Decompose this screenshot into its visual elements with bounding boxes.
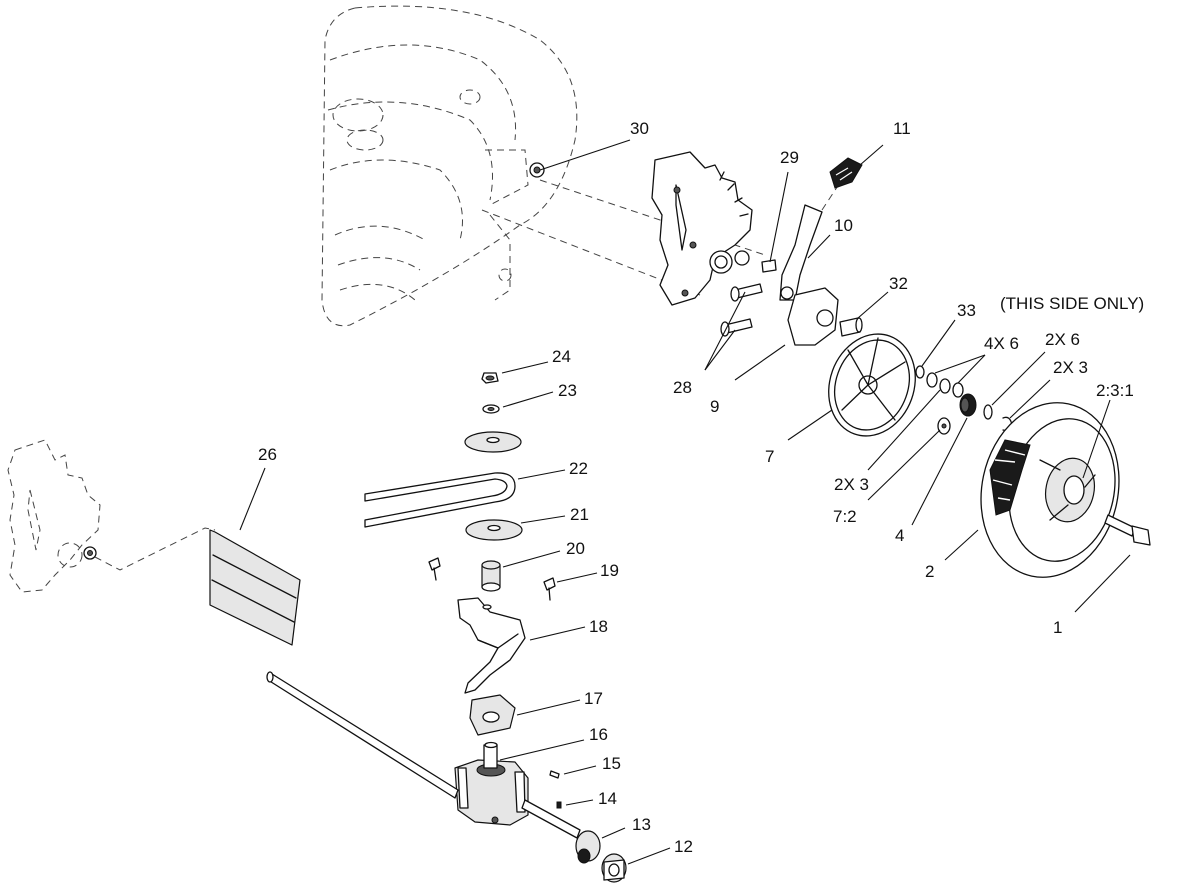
part-12-pinion-gear — [601, 853, 627, 883]
callout-33: 33 — [957, 301, 976, 320]
callout-12: 12 — [674, 837, 693, 856]
part-30-nut — [529, 162, 545, 178]
callout-32: 32 — [889, 274, 908, 293]
quantity-2x3-top: 2X 3 — [1053, 358, 1088, 377]
callout-11: 11 — [893, 119, 911, 138]
callout-10: 10 — [834, 216, 853, 235]
left-side-bracket-plate — [7, 439, 216, 593]
drive-axle-shaft — [266, 671, 581, 839]
part-33-washers — [915, 365, 964, 398]
callout-24: 24 — [552, 347, 571, 366]
quantity-2x3-bottom: 2X 3 — [834, 475, 869, 494]
part-32-spacer — [839, 317, 863, 337]
note-this-side-only: (THIS SIDE ONLY) — [1000, 294, 1144, 313]
callout-9: 9 — [710, 397, 719, 416]
part-11-lever-knob — [829, 157, 863, 189]
part-10-height-lever — [779, 174, 846, 301]
part-23-washer — [482, 404, 500, 414]
quantity-7-2: 7:2 — [833, 507, 857, 526]
quantity-2x6: 2X 6 — [1045, 330, 1080, 349]
callout-30: 30 — [630, 119, 649, 138]
callout-2: 2 — [925, 562, 934, 581]
callout-1: 1 — [1053, 618, 1062, 637]
part-14-key — [556, 801, 562, 809]
part-9-wheel-bracket — [787, 287, 839, 346]
callout-labels: 30 29 11 10 32 33 (THIS SIDE ONLY) 2X 6 … — [258, 119, 1144, 856]
part-16-gearbox — [454, 741, 529, 826]
callout-13: 13 — [632, 815, 651, 834]
part-gear-pinion — [959, 393, 977, 417]
part-21-pulley-bottom — [465, 519, 523, 541]
callout-14: 14 — [598, 789, 617, 808]
callout-23: 23 — [558, 381, 577, 400]
callout-15: 15 — [602, 754, 621, 773]
part-1-wheel-bolt — [1104, 514, 1151, 546]
part-26-rear-shield — [209, 529, 301, 646]
part-4-washer — [937, 417, 951, 435]
part-18-transmission-bracket — [457, 597, 526, 694]
part-15-key — [549, 770, 560, 779]
part-24-nut — [481, 372, 499, 384]
part-17-plate — [469, 694, 516, 736]
part-22-drive-belt — [364, 472, 516, 528]
callout-21: 21 — [570, 505, 589, 524]
callout-19: 19 — [600, 561, 619, 580]
quantity-4x6: 4X 6 — [984, 334, 1019, 353]
callout-28: 28 — [673, 378, 692, 397]
part-22-pulley-top — [464, 431, 522, 453]
part-7-wheel-hubcap — [828, 333, 916, 437]
callout-4: 4 — [895, 526, 904, 545]
callout-leader-lines — [239, 139, 1131, 865]
quantity-2-3-1: 2:3:1 — [1096, 381, 1134, 400]
callout-20: 20 — [566, 539, 585, 558]
part-28-bolts — [720, 283, 763, 337]
part-13-bearing — [575, 830, 601, 864]
part-29-pin — [761, 259, 777, 273]
callout-16: 16 — [589, 725, 608, 744]
part-19-screws — [428, 557, 556, 601]
height-adjust-bracket-plate — [651, 151, 753, 306]
callout-22: 22 — [569, 459, 588, 478]
part-2-rear-wheel — [980, 402, 1120, 578]
callout-26: 26 — [258, 445, 277, 464]
callout-29: 29 — [780, 148, 799, 167]
callout-7: 7 — [765, 447, 774, 466]
callout-17: 17 — [584, 689, 603, 708]
part-20-bushing — [481, 560, 501, 592]
callout-18: 18 — [589, 617, 608, 636]
